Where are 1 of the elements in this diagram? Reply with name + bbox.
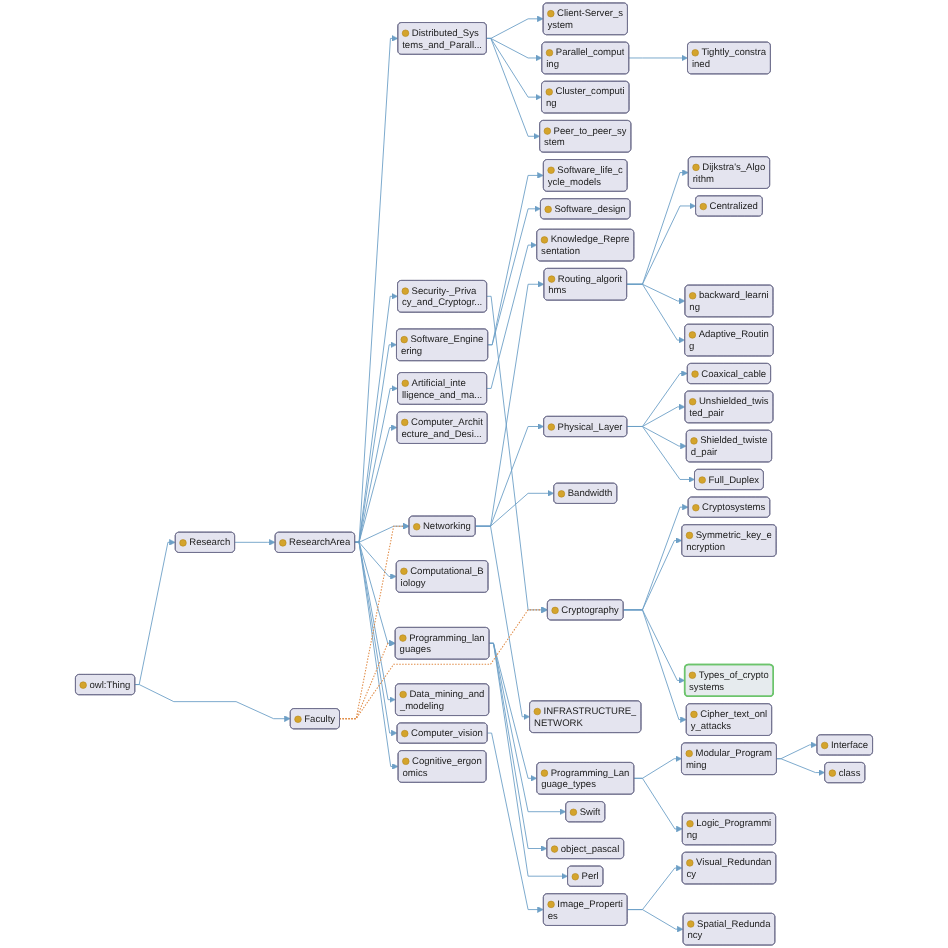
arrow [339,606,548,720]
